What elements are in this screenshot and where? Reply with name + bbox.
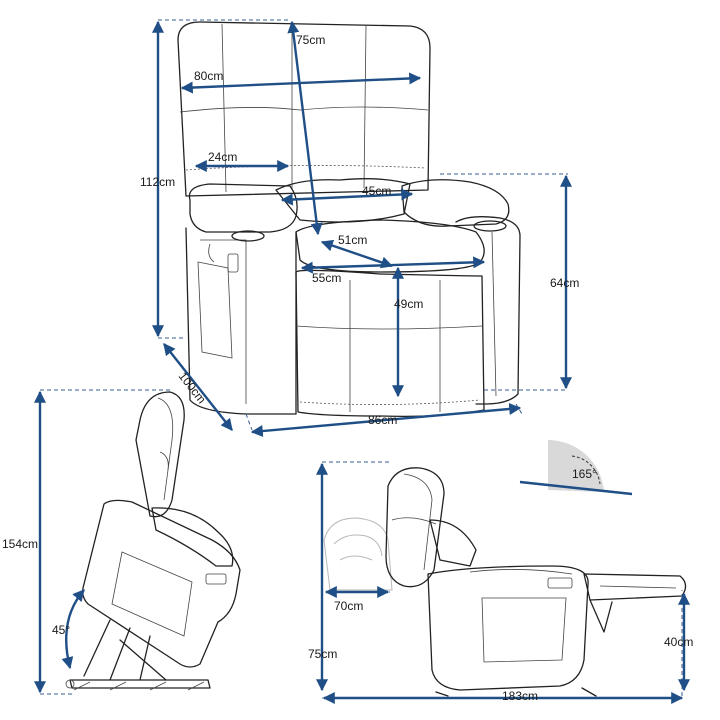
width-line [250, 402, 522, 438]
back-height-line [287, 20, 323, 236]
lift-dimension-lines [34, 389, 172, 695]
reclined-view-chair [323, 467, 687, 697]
front-dimension-lines [152, 20, 572, 438]
angle-wedge [548, 439, 604, 492]
label-lift-height: 154cm [2, 537, 38, 551]
lift-view-chair [65, 391, 241, 691]
depth-line [163, 343, 233, 431]
label-arm-height: 64cm [550, 276, 579, 290]
label-seat-height: 49cm [394, 297, 423, 311]
label-footrest-height: 40cm [664, 635, 693, 649]
seat-width-line [280, 188, 414, 206]
label-seat-depth: 55cm [312, 271, 341, 285]
label-recline-angle: 165° [572, 467, 597, 481]
reclined-labels: 70cm 75cm 40cm 183cm [308, 599, 693, 703]
label-width: 86cm [368, 413, 397, 427]
front-labels: 75cm 80cm 24cm 112cm 45cm 51cm 55cm 64cm… [140, 33, 579, 427]
label-back-height: 75cm [296, 33, 325, 47]
label-total-height: 112cm [140, 175, 175, 189]
seat-depth-line [300, 256, 486, 274]
lift-angle-arc [61, 589, 85, 670]
back-width-line [180, 72, 422, 94]
recline-angle-indicator: 165° [519, 439, 633, 496]
label-back-width: 80cm [194, 69, 223, 83]
label-armrest-width: 24cm [208, 150, 237, 164]
label-lift-angle: 45° [52, 623, 70, 637]
label-reclined-height: 75cm [308, 647, 337, 661]
lift-labels: 154cm 45° [2, 537, 70, 637]
label-wall-clearance: 70cm [334, 599, 363, 613]
reclined-dimension-lines [316, 461, 690, 704]
label-seat-width: 45cm [362, 184, 391, 198]
label-seat-depth-inner: 51cm [338, 233, 367, 247]
label-reclined-length: 183cm [502, 689, 538, 703]
